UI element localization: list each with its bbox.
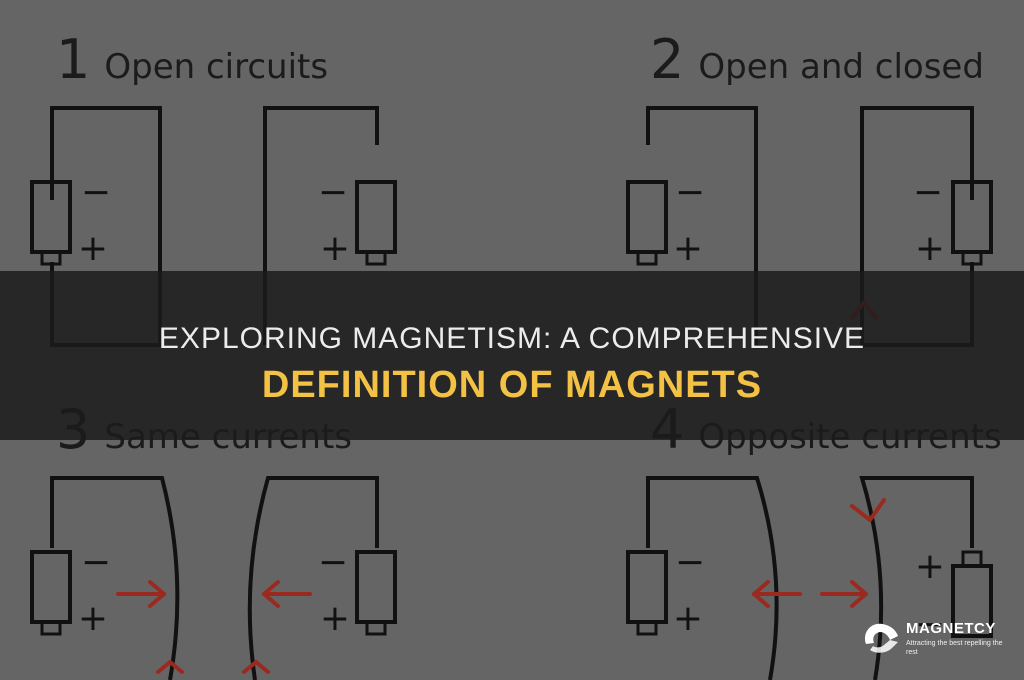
- minus-sign-3a: −: [81, 542, 111, 583]
- terminal-4a: [636, 620, 658, 636]
- circuit-1b-wire: [263, 106, 379, 345]
- terminal-1b: [365, 250, 387, 266]
- plus-sign-2b: +: [915, 228, 945, 269]
- minus-sign-1a: −: [81, 172, 111, 213]
- current-arrow-3b: [242, 660, 270, 674]
- terminal-4b: [961, 550, 983, 568]
- battery-3a: [30, 550, 72, 624]
- section-2-number: 2: [650, 28, 685, 91]
- terminal-3b: [365, 620, 387, 636]
- section-1-number: 1: [56, 28, 91, 91]
- plus-sign-4a: +: [673, 598, 703, 639]
- circuit-3b-wire: [247, 476, 379, 680]
- current-arrow-4: [850, 498, 886, 522]
- circuit-2a-wire: [646, 106, 758, 345]
- plus-sign-3b: +: [320, 598, 350, 639]
- plus-sign-2a: +: [673, 228, 703, 269]
- section-2-heading: 2 Open and closed: [650, 28, 984, 91]
- minus-sign-1b: −: [318, 172, 348, 213]
- section-1-heading: 1 Open circuits: [56, 28, 328, 91]
- battery-4a: [626, 550, 668, 624]
- battery-3b: [355, 550, 397, 624]
- arrow-right-3: [116, 580, 166, 608]
- minus-sign-4b: −: [915, 604, 945, 645]
- terminal-2a: [636, 250, 658, 266]
- arrow-left-3: [262, 580, 312, 608]
- battery-2a: [626, 180, 668, 254]
- minus-sign-2a: −: [675, 172, 705, 213]
- minus-sign-2b: −: [913, 172, 943, 213]
- section-1-title: Open circuits: [104, 47, 329, 87]
- terminal-1a: [40, 250, 62, 266]
- circuit-4a-wire: [646, 476, 779, 680]
- headline-line-2: DEFINITION OF MAGNETS: [261, 364, 763, 406]
- arrow-left-4: [752, 580, 802, 608]
- circuit-3a-wire: [50, 476, 180, 680]
- plus-sign-1a: +: [78, 228, 108, 269]
- current-arrow-3a: [156, 660, 184, 674]
- headline-banner: [0, 271, 1024, 440]
- minus-sign-3b: −: [318, 542, 348, 583]
- arrow-right-4: [820, 580, 868, 608]
- plus-sign-4b: +: [915, 546, 945, 587]
- minus-sign-4a: −: [675, 542, 705, 583]
- battery-1b: [355, 180, 397, 254]
- plus-sign-1b: +: [320, 228, 350, 269]
- headline-line-1: EXPLORING MAGNETISM: A COMPREHENSIVE: [158, 322, 866, 355]
- brand-tagline: Attracting the best repelling the rest: [906, 640, 1003, 656]
- terminal-2b: [961, 250, 983, 266]
- plus-sign-3a: +: [78, 598, 108, 639]
- brand-watermark: MAGNETCY Attracting the best repelling t…: [860, 614, 1010, 662]
- section-2-title: Open and closed: [698, 47, 984, 87]
- magnet-logo-icon: [864, 623, 898, 653]
- terminal-3a: [40, 620, 62, 636]
- brand-name: MAGNETCY: [906, 620, 996, 637]
